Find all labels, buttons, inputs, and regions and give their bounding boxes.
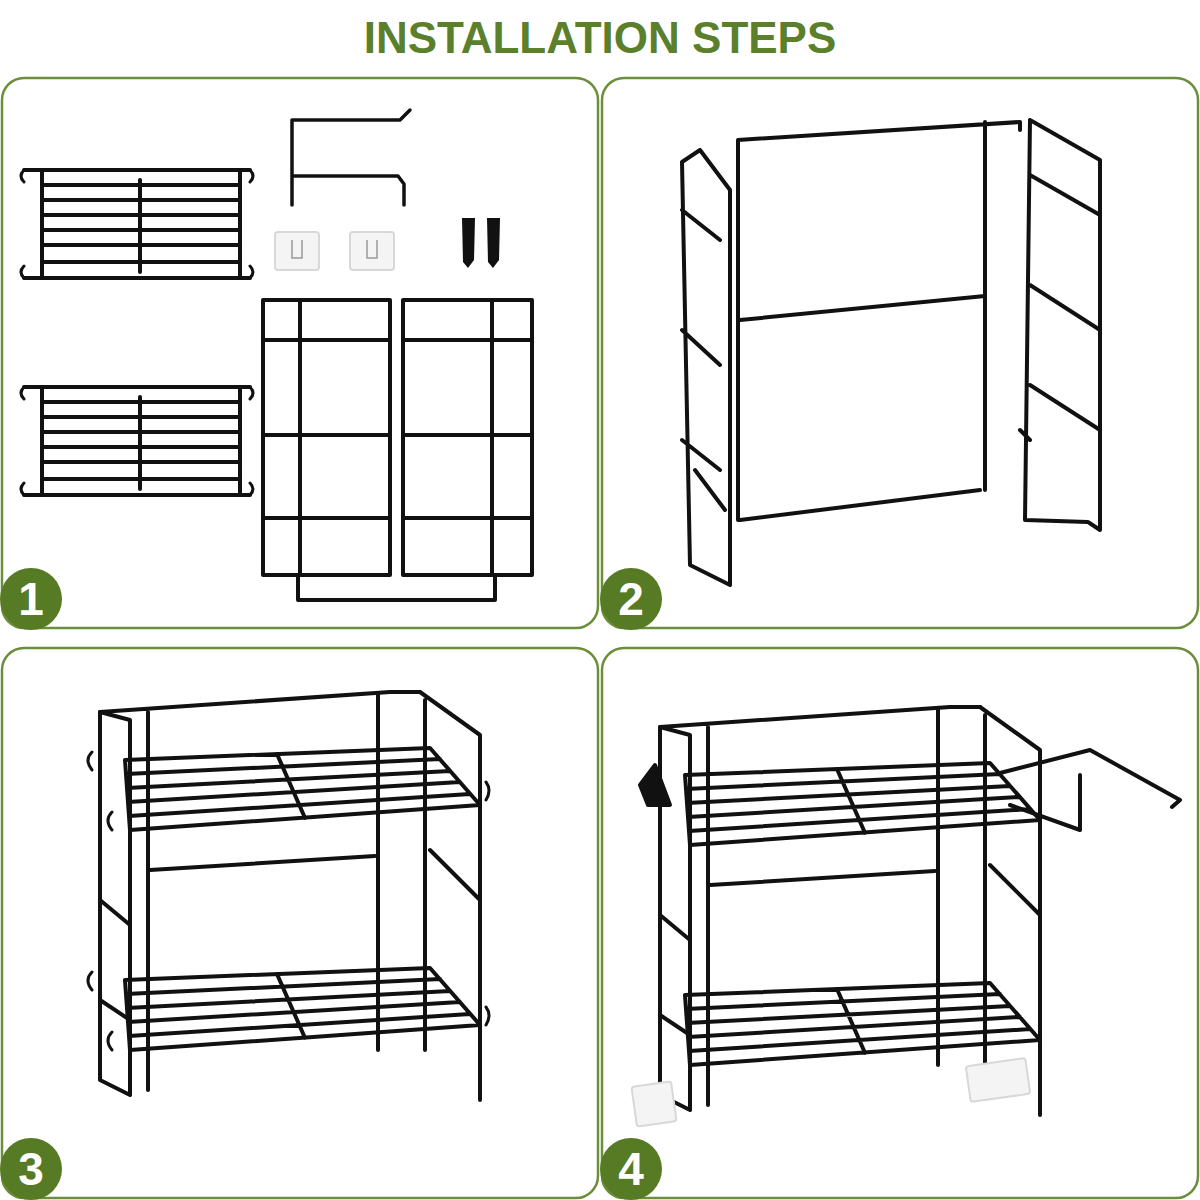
shelf [125,748,480,830]
step-number: 4 [618,1144,644,1194]
step-number-badge: 1 [0,568,62,630]
step-number-badge: 4 [600,1138,662,1200]
wall-hooks [462,218,500,268]
page-title: INSTALLATION STEPS [0,12,1200,64]
step-panels [2,78,1198,1198]
rack-parts [21,110,1180,1115]
step-number-badge: 2 [600,568,662,630]
step-number: 2 [618,574,644,624]
step-number: 1 [18,574,44,624]
shelf-grid [21,170,253,278]
towel-bracket [292,110,410,205]
step-number: 3 [18,1144,44,1194]
assembled-rack [88,692,489,1100]
folded-frame [263,300,532,600]
shelf-grid [21,387,253,495]
adhesive-pads [275,232,1030,1127]
step-number-badge: 3 [0,1138,62,1200]
unfolded-frame [682,120,1100,585]
mounted-rack [640,707,1180,1115]
shelf [125,968,480,1050]
pad-hooks [292,240,377,258]
